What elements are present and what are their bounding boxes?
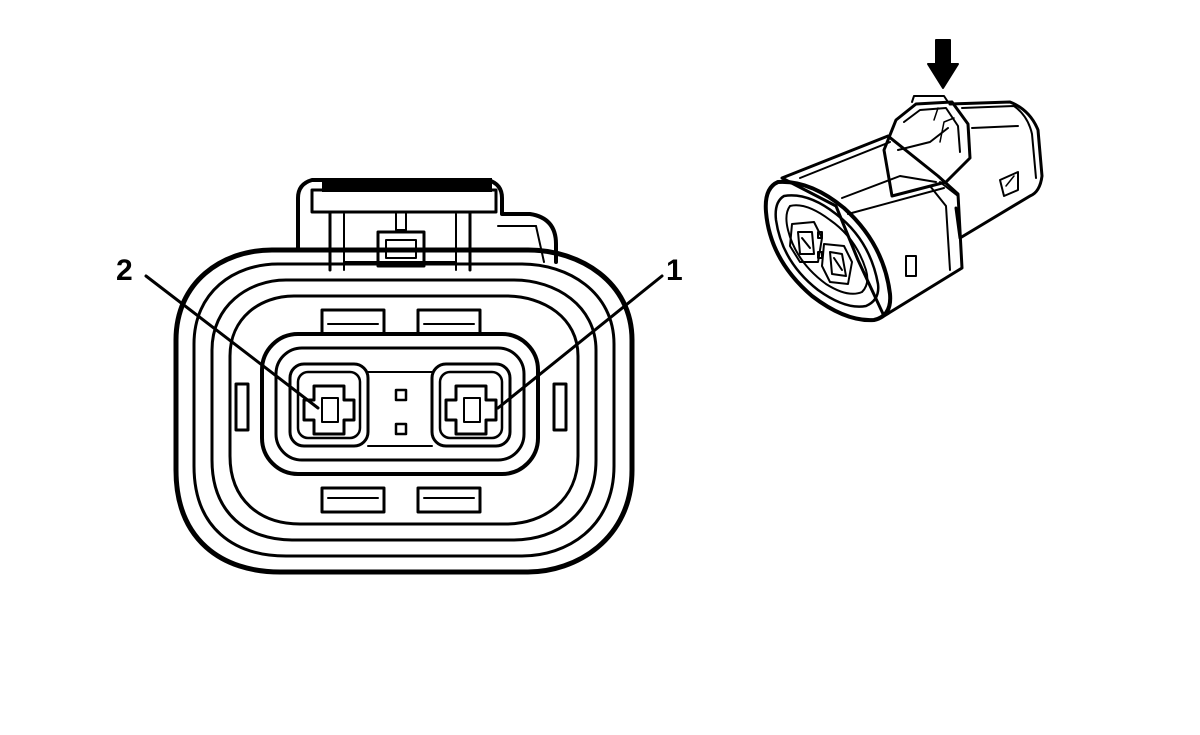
terminal-cavity-1	[430, 362, 512, 448]
housing-outer-ring	[173, 247, 635, 575]
housing-face	[228, 294, 580, 526]
iso-rear-body	[948, 100, 1044, 240]
latch-housing	[296, 178, 558, 272]
pin-2-label: 2	[116, 254, 133, 287]
connector-iso-view	[763, 39, 1044, 323]
iso-terminal-cavities	[789, 221, 853, 285]
iso-main-body	[780, 134, 964, 318]
polarization-mark-top	[394, 388, 408, 402]
locking-windows	[234, 308, 568, 514]
terminal-block-outer	[260, 332, 540, 476]
pin-1-label: 1	[666, 254, 683, 287]
terminal-cavity-2	[288, 362, 370, 448]
iso-front-face	[763, 179, 893, 323]
polarization-mark-bottom	[394, 422, 408, 436]
pin-1-leader-line	[496, 274, 664, 410]
housing-inner-ring	[210, 278, 598, 542]
housing-middle-ring	[192, 262, 616, 558]
down-arrow-icon	[927, 39, 959, 89]
iso-latch	[882, 100, 972, 198]
connector-front-view: 2 1	[116, 178, 683, 575]
pin-2-leader-line	[144, 274, 320, 410]
